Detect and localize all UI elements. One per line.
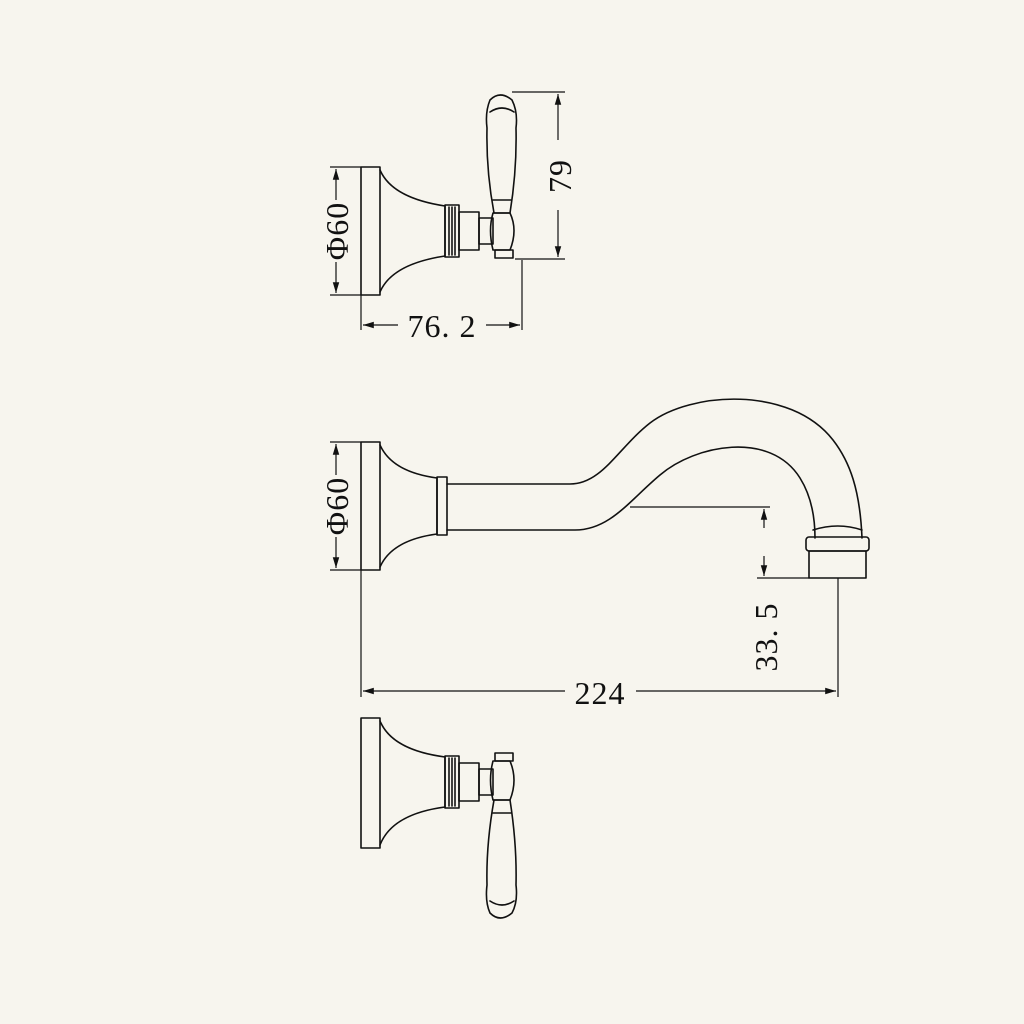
spout-diameter-label: Φ60 — [319, 477, 355, 535]
top-collar-knurl — [448, 206, 456, 256]
spout-aerator-ring — [805, 536, 870, 552]
spout-collar — [436, 476, 448, 536]
top-hub-cap — [494, 249, 514, 259]
top-lever — [485, 94, 518, 214]
spout-flange-plate — [360, 441, 381, 571]
top-lever-tip — [489, 107, 515, 113]
bottom-stem — [458, 762, 480, 802]
spout-outlet-neck — [812, 525, 863, 531]
top-handle-hub — [489, 212, 515, 251]
top-handle-depth-label: 76. 2 — [408, 308, 477, 344]
top-flange-bell — [379, 169, 446, 293]
top-stem — [458, 211, 480, 251]
bottom-flange-plate — [360, 717, 381, 849]
spout-outlet-height-label: 33. 5 — [748, 603, 784, 672]
top-handle-diameter-label: Φ60 — [319, 202, 355, 260]
bottom-handle-view — [360, 717, 518, 919]
bottom-stem-neck — [478, 768, 494, 796]
bottom-handle-hub — [489, 760, 515, 801]
top-handle-height-label: 79 — [542, 159, 578, 193]
bottom-flange-bell — [379, 720, 446, 846]
top-handle-view: Φ60 79 76. 2 — [319, 91, 578, 344]
spout-view: Φ60 33. 5 224 — [319, 398, 870, 711]
spout-aerator-body — [808, 550, 867, 579]
bottom-lever — [485, 799, 518, 919]
top-flange-plate — [360, 166, 381, 296]
spout-projection-label: 224 — [575, 675, 626, 711]
bottom-hub-cap — [494, 752, 514, 762]
bottom-collar-knurl — [448, 757, 456, 807]
spout-flange-bell — [379, 444, 438, 568]
spout-inner-curve — [446, 446, 816, 539]
bottom-lever-tip — [489, 900, 515, 906]
spout-outer-curve — [446, 398, 863, 539]
top-stem-neck — [478, 217, 494, 245]
